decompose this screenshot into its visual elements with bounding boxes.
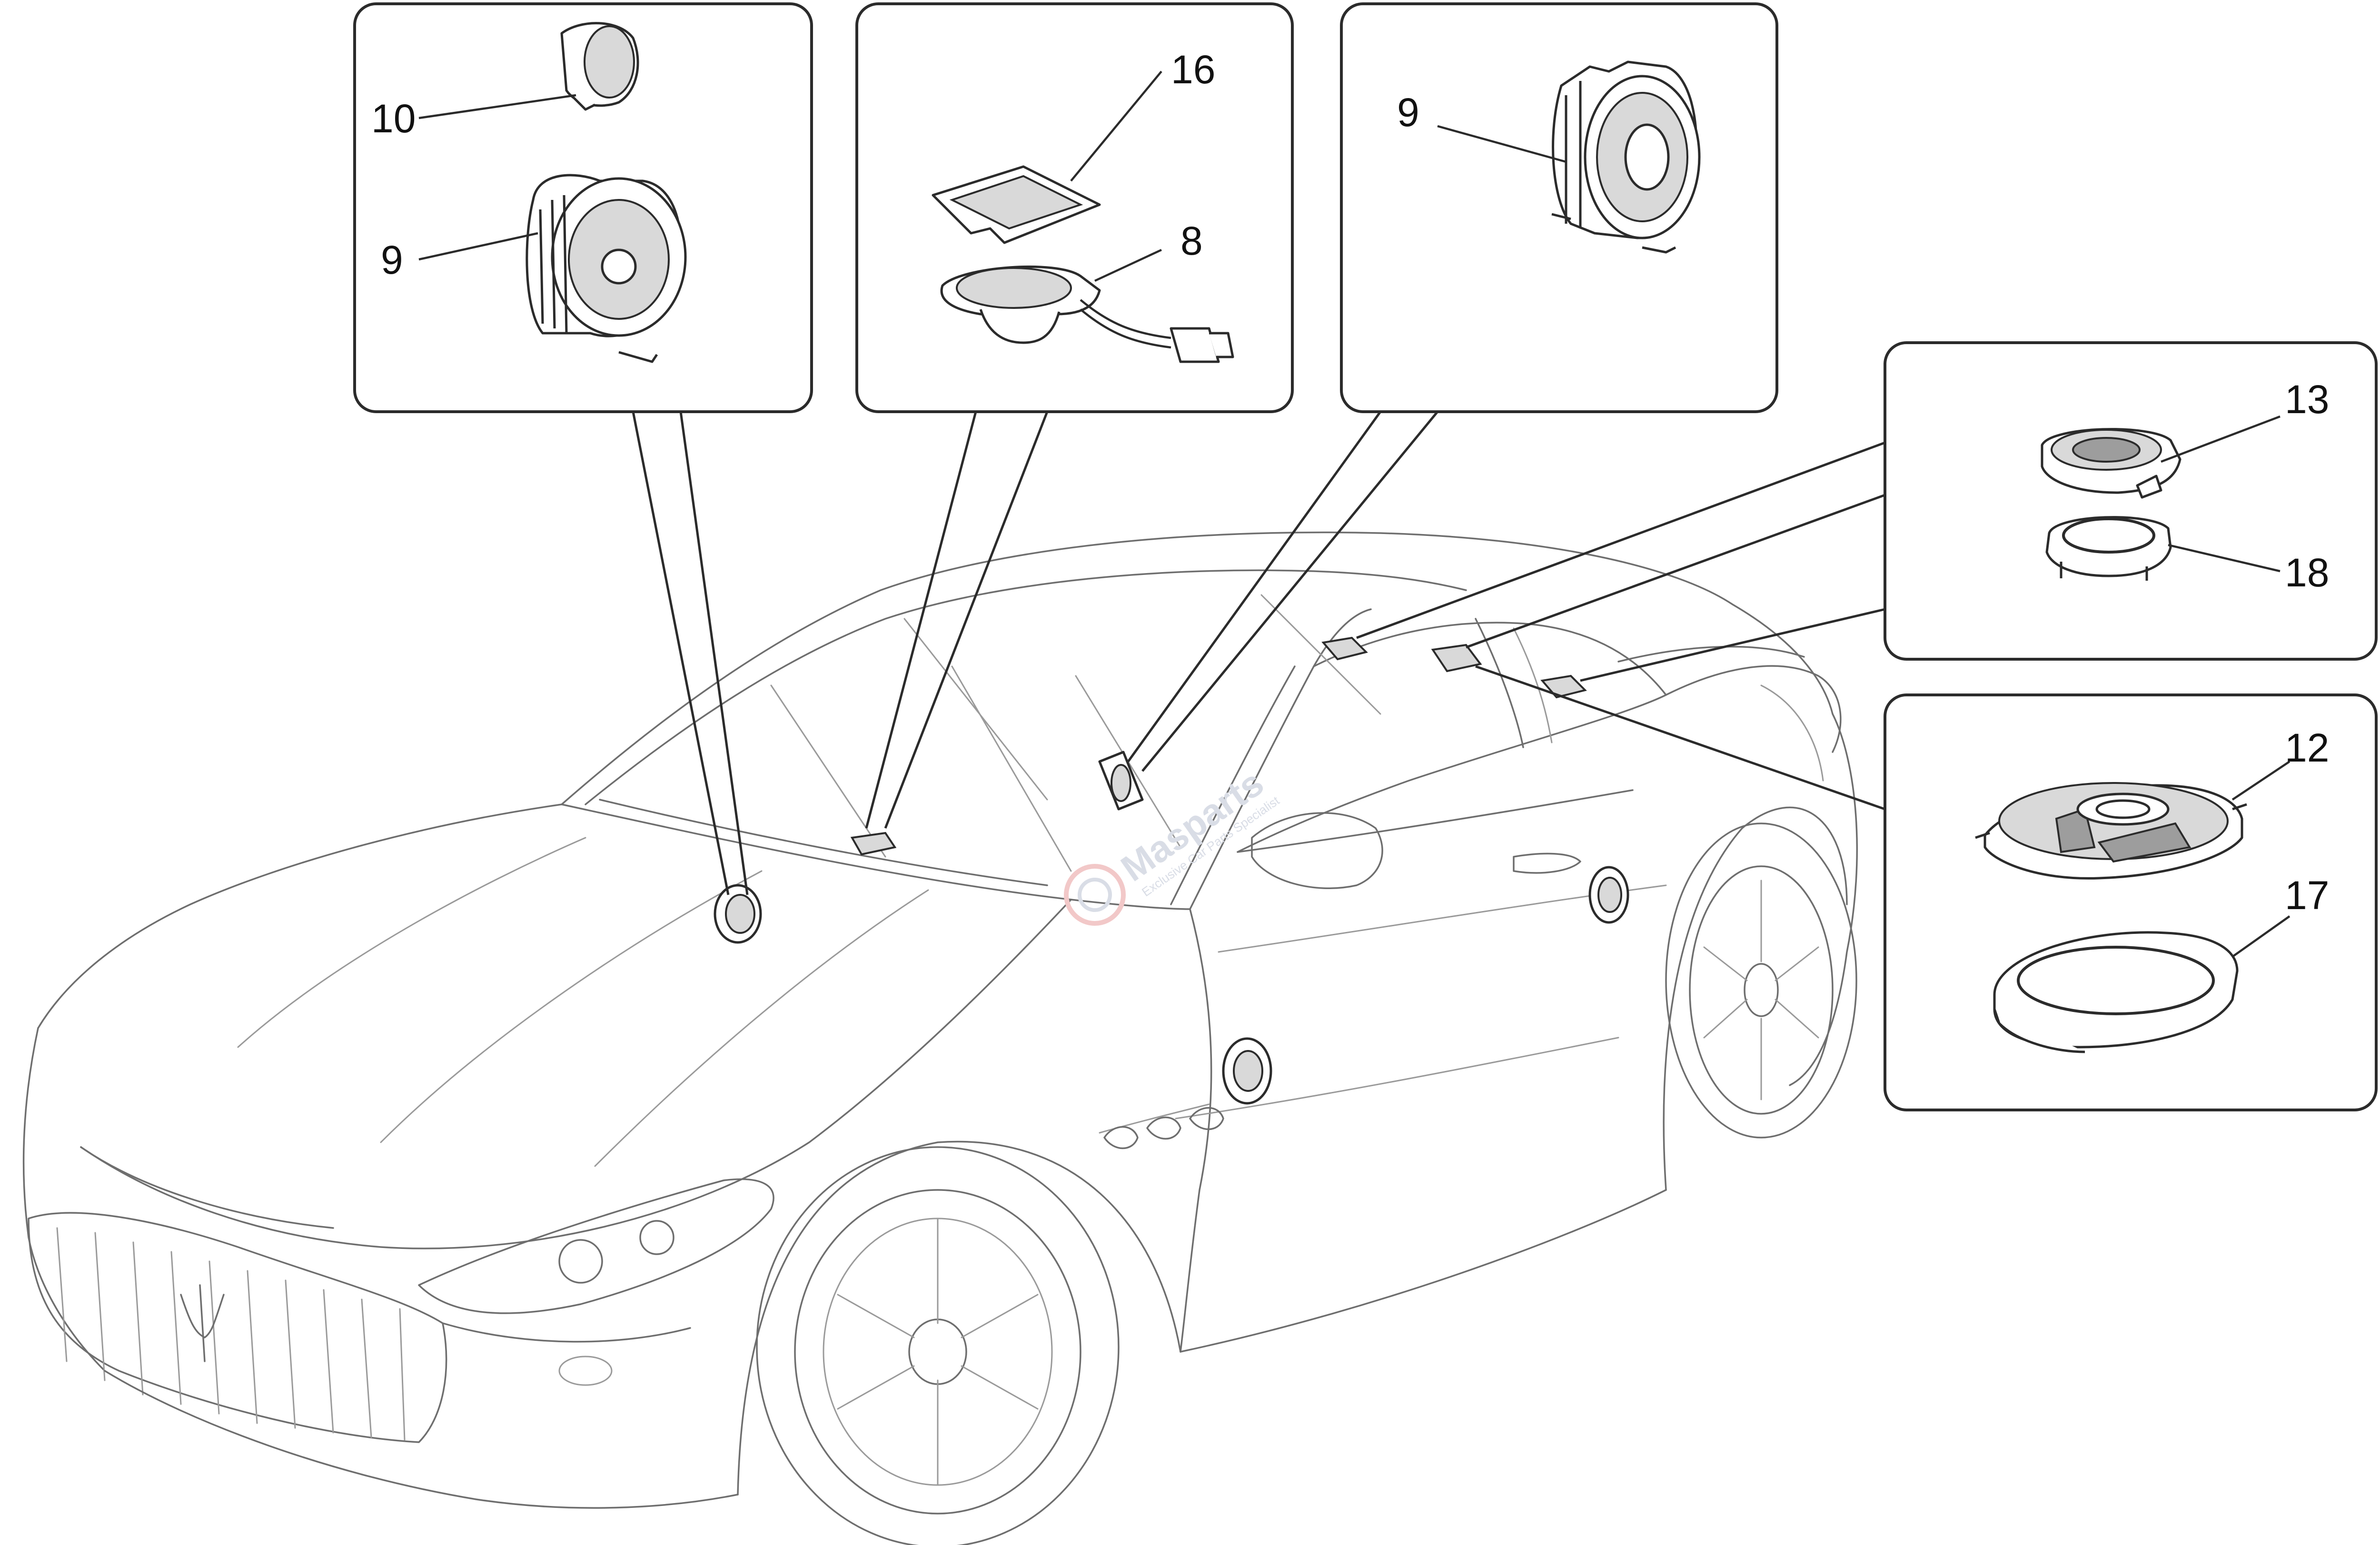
label-part-13: 13 bbox=[2285, 377, 2329, 422]
rear-shelf-speaker-mount-right bbox=[1540, 674, 1587, 699]
label-part-9-right: 9 bbox=[1397, 90, 1419, 135]
midrange-speaker-part-9-left bbox=[526, 174, 687, 363]
callout-front-door: 10 9 bbox=[353, 2, 813, 413]
dash-speaker-part-8 bbox=[940, 265, 1234, 363]
woofer-part-12 bbox=[1975, 782, 2247, 880]
speaker-cover-part-16 bbox=[932, 165, 1101, 244]
rear-shelf-speaker-mount-center bbox=[1431, 644, 1482, 673]
tweeter-part-13 bbox=[2041, 428, 2182, 499]
mounting-ring-part-17 bbox=[1993, 931, 2239, 1053]
label-part-9-left: 9 bbox=[381, 238, 403, 282]
label-part-8: 8 bbox=[1180, 218, 1203, 263]
door-tweeter-mount bbox=[714, 884, 762, 944]
midrange-speaker-part-9-right bbox=[1551, 60, 1701, 254]
callout-rear-side: 12 17 bbox=[1884, 693, 2378, 1111]
rear-shelf-speaker-mount-left bbox=[1321, 636, 1368, 661]
label-part-10: 10 bbox=[371, 96, 416, 141]
callout-dashboard: 16 8 bbox=[855, 2, 1294, 413]
front-wheel bbox=[756, 1146, 1120, 1545]
label-part-16: 16 bbox=[1171, 47, 1215, 92]
pointer-lines bbox=[632, 411, 1885, 895]
car-speaker-mounts bbox=[714, 636, 1629, 1105]
label-part-12: 12 bbox=[2285, 725, 2329, 770]
car-illustration bbox=[22, 531, 1858, 1545]
grille-slats bbox=[56, 1227, 406, 1441]
label-part-17: 17 bbox=[2285, 873, 2329, 918]
label-part-18: 18 bbox=[2285, 550, 2329, 595]
dash-speaker-mount bbox=[850, 832, 897, 856]
a-pillar-speaker-mount bbox=[1098, 751, 1144, 811]
rear-door-speaker-mount bbox=[1588, 866, 1629, 924]
door-speaker-mount bbox=[1222, 1037, 1272, 1105]
callout-a-pillar: 9 bbox=[1340, 2, 1778, 413]
mounting-ring-part-18 bbox=[2045, 516, 2172, 581]
rear-wheel bbox=[1665, 822, 1857, 1139]
tweeter-part-10 bbox=[560, 22, 639, 111]
callout-rear-shelf: 13 18 bbox=[1884, 341, 2378, 661]
